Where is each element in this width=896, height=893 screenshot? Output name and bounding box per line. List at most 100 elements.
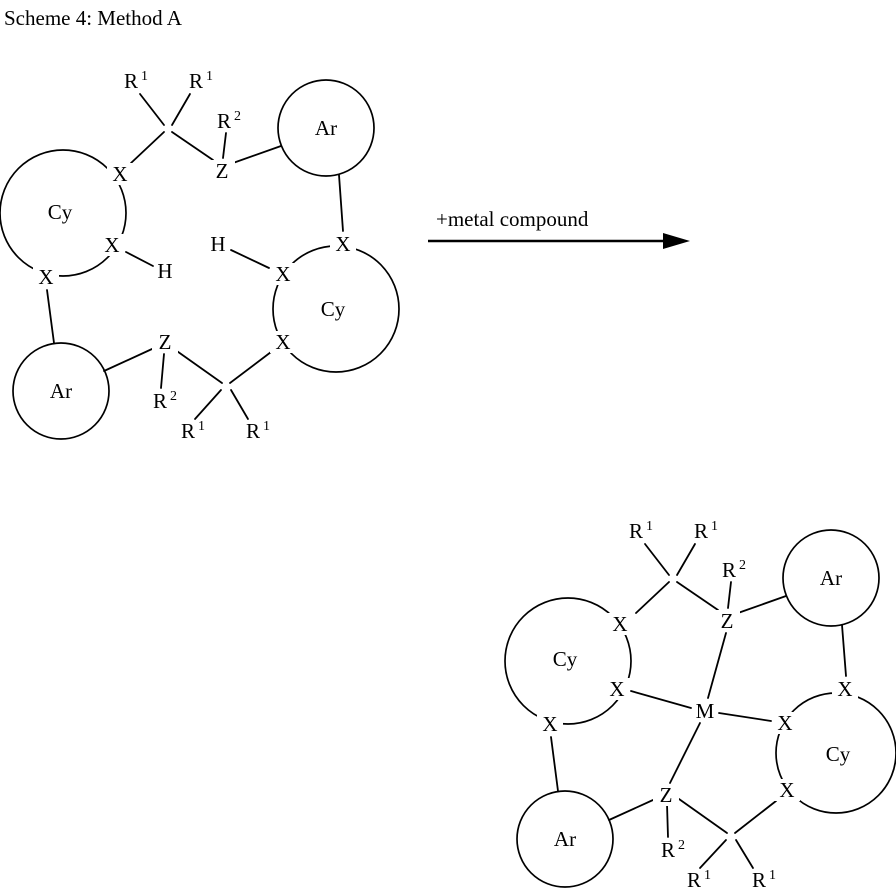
atom-label-r1: R 1: [189, 69, 213, 93]
cy-group-label: Cy: [826, 742, 851, 766]
atom-label-x: X: [604, 677, 630, 701]
bond: [139, 93, 165, 126]
atom-label-z: Z: [209, 159, 235, 183]
atom-label-r1: R 1: [181, 419, 205, 443]
label-mask: [692, 700, 718, 722]
svg-text:R: R: [661, 838, 675, 862]
atom-label-x: X: [33, 265, 59, 289]
svg-text:X: X: [335, 232, 350, 256]
svg-text:Z: Z: [721, 609, 734, 633]
bond: [644, 543, 670, 576]
label-mask: [33, 266, 59, 288]
svg-text:M: M: [696, 699, 715, 723]
bond: [222, 132, 227, 159]
metal-bond: [707, 632, 727, 699]
bond: [734, 800, 777, 834]
svg-text:Ar: Ar: [820, 566, 842, 590]
bond: [232, 145, 282, 164]
atom-label-r1: R 1: [694, 519, 718, 543]
bond: [727, 581, 732, 609]
svg-text:1: 1: [646, 519, 653, 534]
metal-bond: [630, 690, 692, 709]
reactant-structure: R 1 R 1 R 2 Z X Cy X H H: [0, 69, 400, 443]
product-structure: R 1 R 1 R 2 Z X Cy X M: [504, 519, 896, 892]
atom-label-x: X: [270, 330, 296, 354]
bond: [194, 389, 222, 420]
label-mask: [772, 712, 798, 734]
svg-text:R: R: [189, 69, 203, 93]
label-mask: [107, 163, 133, 185]
bond: [46, 289, 55, 344]
ar-group-label: Ar: [820, 566, 842, 590]
arrow-label: +metal compound: [436, 207, 589, 231]
arrow-head: [663, 233, 690, 249]
atom-label-x: X: [832, 677, 858, 701]
svg-text:X: X: [779, 778, 794, 802]
svg-text:R: R: [124, 69, 138, 93]
svg-text:R: R: [687, 868, 701, 892]
label-mask: [270, 331, 296, 353]
bond: [678, 798, 728, 834]
ar-ring-circle: [782, 529, 880, 627]
svg-text:Cy: Cy: [553, 647, 578, 671]
svg-text:X: X: [104, 233, 119, 257]
svg-text:Cy: Cy: [321, 297, 346, 321]
label-mask: [209, 160, 235, 182]
cy-group-label: Cy: [48, 200, 73, 224]
metal-bond: [669, 722, 701, 784]
svg-text:Ar: Ar: [554, 827, 576, 851]
svg-text:Z: Z: [660, 783, 673, 807]
bond: [735, 839, 754, 869]
cy-group-label: Cy: [321, 297, 346, 321]
atom-label-z: Z: [714, 609, 740, 633]
label-mask: [604, 678, 630, 700]
svg-text:R: R: [722, 558, 736, 582]
bond: [608, 799, 654, 821]
svg-text:1: 1: [769, 868, 776, 883]
scheme-title: Scheme 4: Method A: [4, 6, 183, 30]
svg-text:R: R: [246, 419, 260, 443]
bond: [229, 351, 272, 384]
cy-ring-circle: [504, 597, 632, 725]
svg-text:R: R: [752, 868, 766, 892]
svg-text:X: X: [38, 265, 53, 289]
svg-text:H: H: [210, 232, 225, 256]
cy-ring-circle: [0, 149, 127, 277]
atom-label-r2: R 2: [661, 838, 685, 862]
svg-text:Cy: Cy: [48, 200, 73, 224]
bond: [173, 348, 223, 384]
cy-group-label: Cy: [553, 647, 578, 671]
ar-group-label: Ar: [554, 827, 576, 851]
bond: [676, 543, 696, 576]
label-mask: [537, 713, 563, 735]
atom-label-x: X: [537, 712, 563, 736]
label-mask: [774, 779, 800, 801]
atom-label-r2: R 2: [217, 109, 241, 133]
svg-text:X: X: [777, 711, 792, 735]
svg-text:Z: Z: [159, 330, 172, 354]
svg-text:X: X: [609, 677, 624, 701]
atom-label-x: X: [99, 233, 125, 257]
svg-text:1: 1: [704, 868, 711, 883]
bond: [230, 249, 270, 269]
svg-text:2: 2: [739, 558, 746, 573]
svg-text:Z: Z: [216, 159, 229, 183]
ar-group-label: Ar: [315, 116, 337, 140]
bond: [171, 93, 191, 126]
svg-text:X: X: [275, 262, 290, 286]
svg-text:2: 2: [678, 838, 685, 853]
svg-text:2: 2: [170, 389, 177, 404]
atom-label-x: X: [107, 162, 133, 186]
atom-label-r1: R 1: [124, 69, 148, 93]
bond: [550, 736, 559, 792]
label-mask: [99, 234, 125, 256]
svg-text:R: R: [694, 519, 708, 543]
label-mask: [270, 263, 296, 285]
atom-label-z: Z: [152, 330, 178, 354]
svg-text:Ar: Ar: [315, 116, 337, 140]
bond: [737, 595, 787, 614]
svg-text:R: R: [181, 419, 195, 443]
atom-label-x: X: [270, 262, 296, 286]
ar-ring-circle: [12, 342, 110, 440]
